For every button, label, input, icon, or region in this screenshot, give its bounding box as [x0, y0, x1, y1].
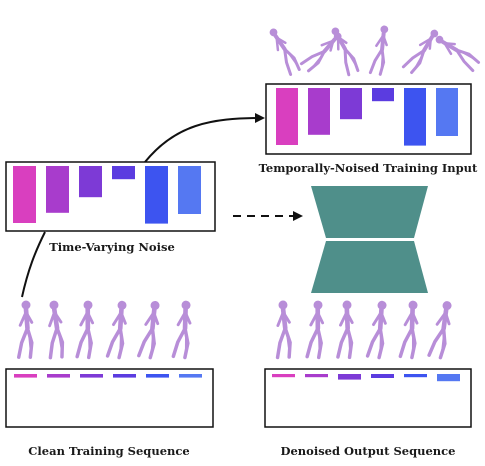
- human-pose-figure-icon: [173, 301, 192, 358]
- encoder-decoder-hourglass-icon: [311, 186, 428, 293]
- noise-bars: [13, 166, 201, 224]
- human-pose-figure-icon: [338, 301, 353, 357]
- human-pose-figure-icon: [326, 24, 361, 77]
- noise-bar-3: [79, 166, 102, 198]
- arrow-icon: [21, 231, 46, 298]
- noised-pose-figures: [264, 23, 482, 77]
- noise-bar-1: [13, 166, 36, 223]
- denoised-output-label: Denoised Output Sequence: [281, 444, 456, 458]
- human-pose-figure-icon: [368, 23, 392, 77]
- denoised-bar-4: [371, 374, 394, 378]
- human-pose-figure-icon: [400, 301, 419, 358]
- clean-sequence-frame: [5, 368, 214, 428]
- human-pose-figure-icon: [429, 300, 453, 357]
- clean-pose-figures: [19, 300, 192, 357]
- clean-sequence-bars: [14, 374, 202, 378]
- noised-bar-3: [340, 88, 362, 120]
- clean-bar-5: [146, 374, 169, 378]
- human-pose-figure-icon: [368, 301, 389, 358]
- denoised-output-bars: [272, 374, 460, 382]
- noised-bar-1: [276, 88, 298, 145]
- denoised-bar-2: [305, 374, 328, 378]
- clean-bar-3: [80, 374, 103, 378]
- denoised-bar-3: [338, 374, 361, 380]
- denoised-bar-6: [437, 374, 460, 382]
- noise-bar-6: [178, 166, 201, 214]
- denoised-bar-5: [404, 374, 427, 378]
- human-pose-figure-icon: [77, 301, 94, 358]
- noise-frame: [5, 161, 216, 232]
- noised-bar-6: [436, 88, 458, 136]
- human-pose-figure-icon: [264, 25, 303, 77]
- noise-bar-2: [46, 166, 69, 213]
- noised-bar-4: [372, 88, 394, 102]
- noised-bar-5: [404, 88, 426, 146]
- human-pose-figure-icon: [19, 301, 32, 357]
- noise-label: Time-Varying Noise: [49, 240, 175, 254]
- noised-input-label: Temporally-Noised Training Input: [259, 161, 478, 175]
- human-pose-figure-icon: [431, 31, 482, 73]
- clean-bar-4: [113, 374, 136, 378]
- noised-input-frame: [265, 83, 472, 155]
- human-pose-figure-icon: [46, 301, 63, 358]
- noised-input-bars: [276, 88, 458, 146]
- denoised-output-frame: [264, 368, 472, 428]
- human-pose-figure-icon: [307, 301, 324, 358]
- arrow-icon: [144, 113, 265, 163]
- human-pose-figure-icon: [108, 301, 129, 358]
- denoised-pose-figures: [276, 300, 454, 357]
- human-pose-figure-icon: [401, 25, 443, 76]
- clean-sequence-label: Clean Training Sequence: [28, 444, 189, 458]
- noised-bar-2: [308, 88, 330, 135]
- denoised-bar-1: [272, 374, 295, 378]
- human-pose-figure-icon: [276, 301, 291, 357]
- clean-bar-1: [14, 374, 37, 378]
- clean-bar-6: [179, 374, 202, 378]
- human-pose-figure-icon: [139, 300, 162, 357]
- clean-bar-2: [47, 374, 70, 378]
- noise-bar-5: [145, 166, 168, 224]
- noise-bar-4: [112, 166, 135, 180]
